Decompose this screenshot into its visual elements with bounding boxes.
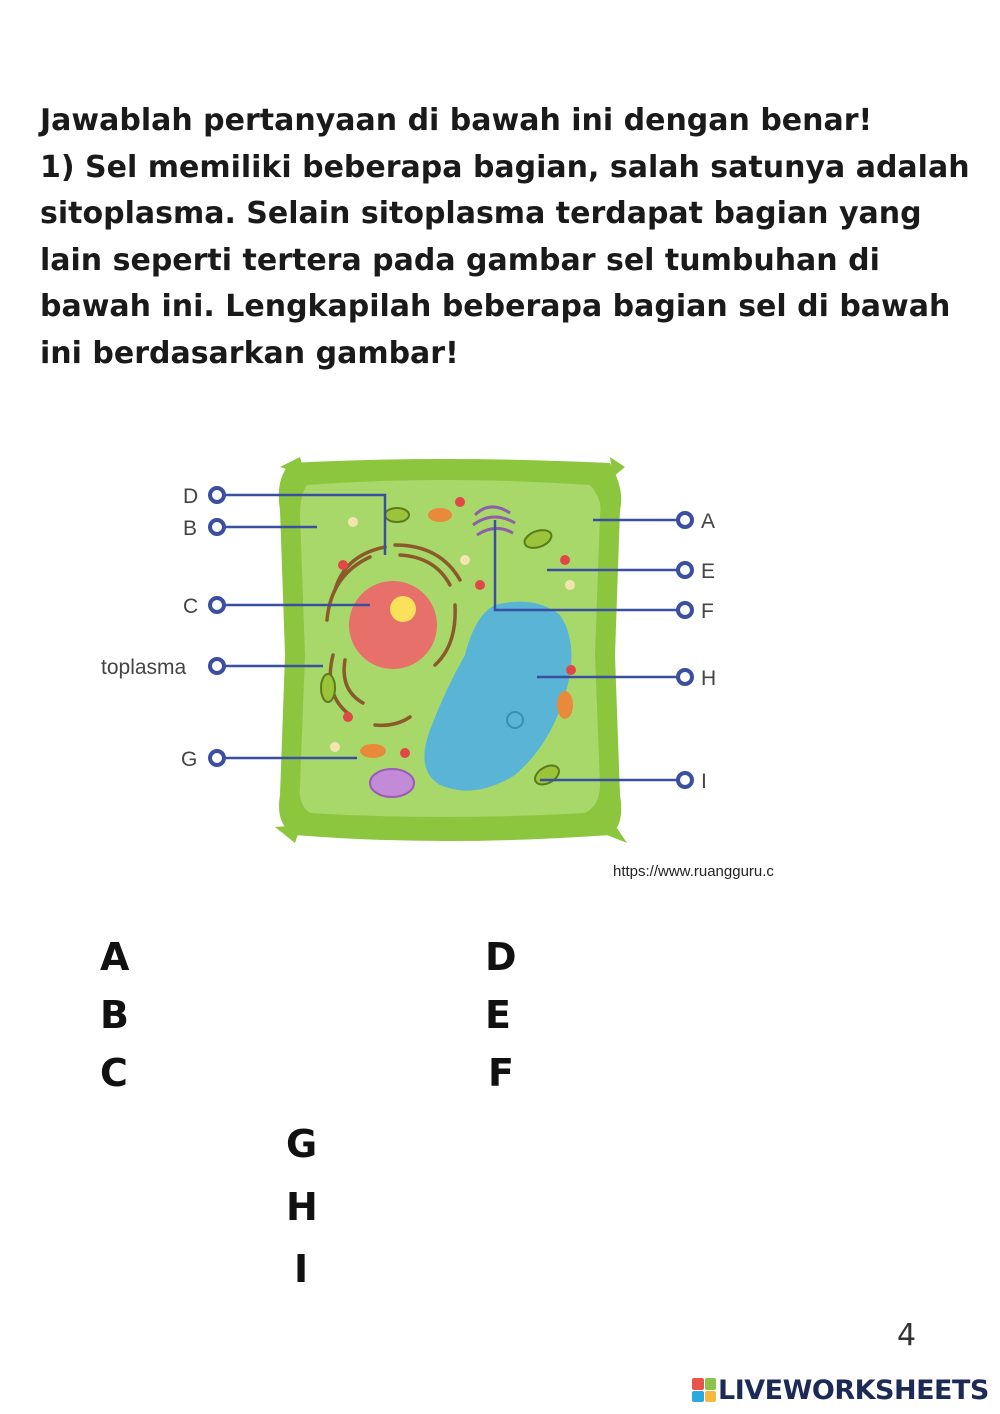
pointer-lines [217,493,685,782]
label-c: C [183,595,198,618]
vacuole [424,601,572,791]
answer-label-i: I [294,1247,309,1291]
brand-text: LIVEWORKSHEETS [718,1374,989,1406]
answer-label-f: F [488,1051,514,1095]
answer-label-d: D [485,935,517,979]
answer-label-e: E [485,993,511,1037]
liveworksheets-logo: LIVEWORKSHEETS [692,1373,989,1407]
answer-label-a: A [100,935,130,979]
label-sitoplasma: toplasma [101,656,187,679]
label-g: G [181,748,197,771]
nucleolus [390,596,416,622]
source-credit: https://www.ruangguru.c [613,863,774,880]
plant-cell-diagram: D B C toplasma G A E F H I https://www.r… [95,455,835,885]
label-e: E [701,560,715,583]
label-d: D [183,485,198,508]
brand-logo-icon [692,1378,716,1402]
label-a: A [701,510,715,533]
label-f: F [701,600,714,623]
label-b: B [183,517,197,540]
answer-label-h: H [286,1185,318,1229]
nucleus [349,581,437,669]
instruction-text: Jawablah pertanyaan di bawah ini dengan … [40,103,873,138]
label-i: I [701,770,707,793]
answer-label-g: G [286,1122,318,1166]
question-block: Jawablah pertanyaan di bawah ini dengan … [40,98,970,377]
question-text: 1) Sel memiliki beberapa bagian, salah s… [40,149,970,371]
label-h: H [701,667,716,690]
page-number: 4 [897,1318,917,1353]
answer-label-b: B [100,993,129,1037]
answer-label-c: C [100,1051,128,1095]
